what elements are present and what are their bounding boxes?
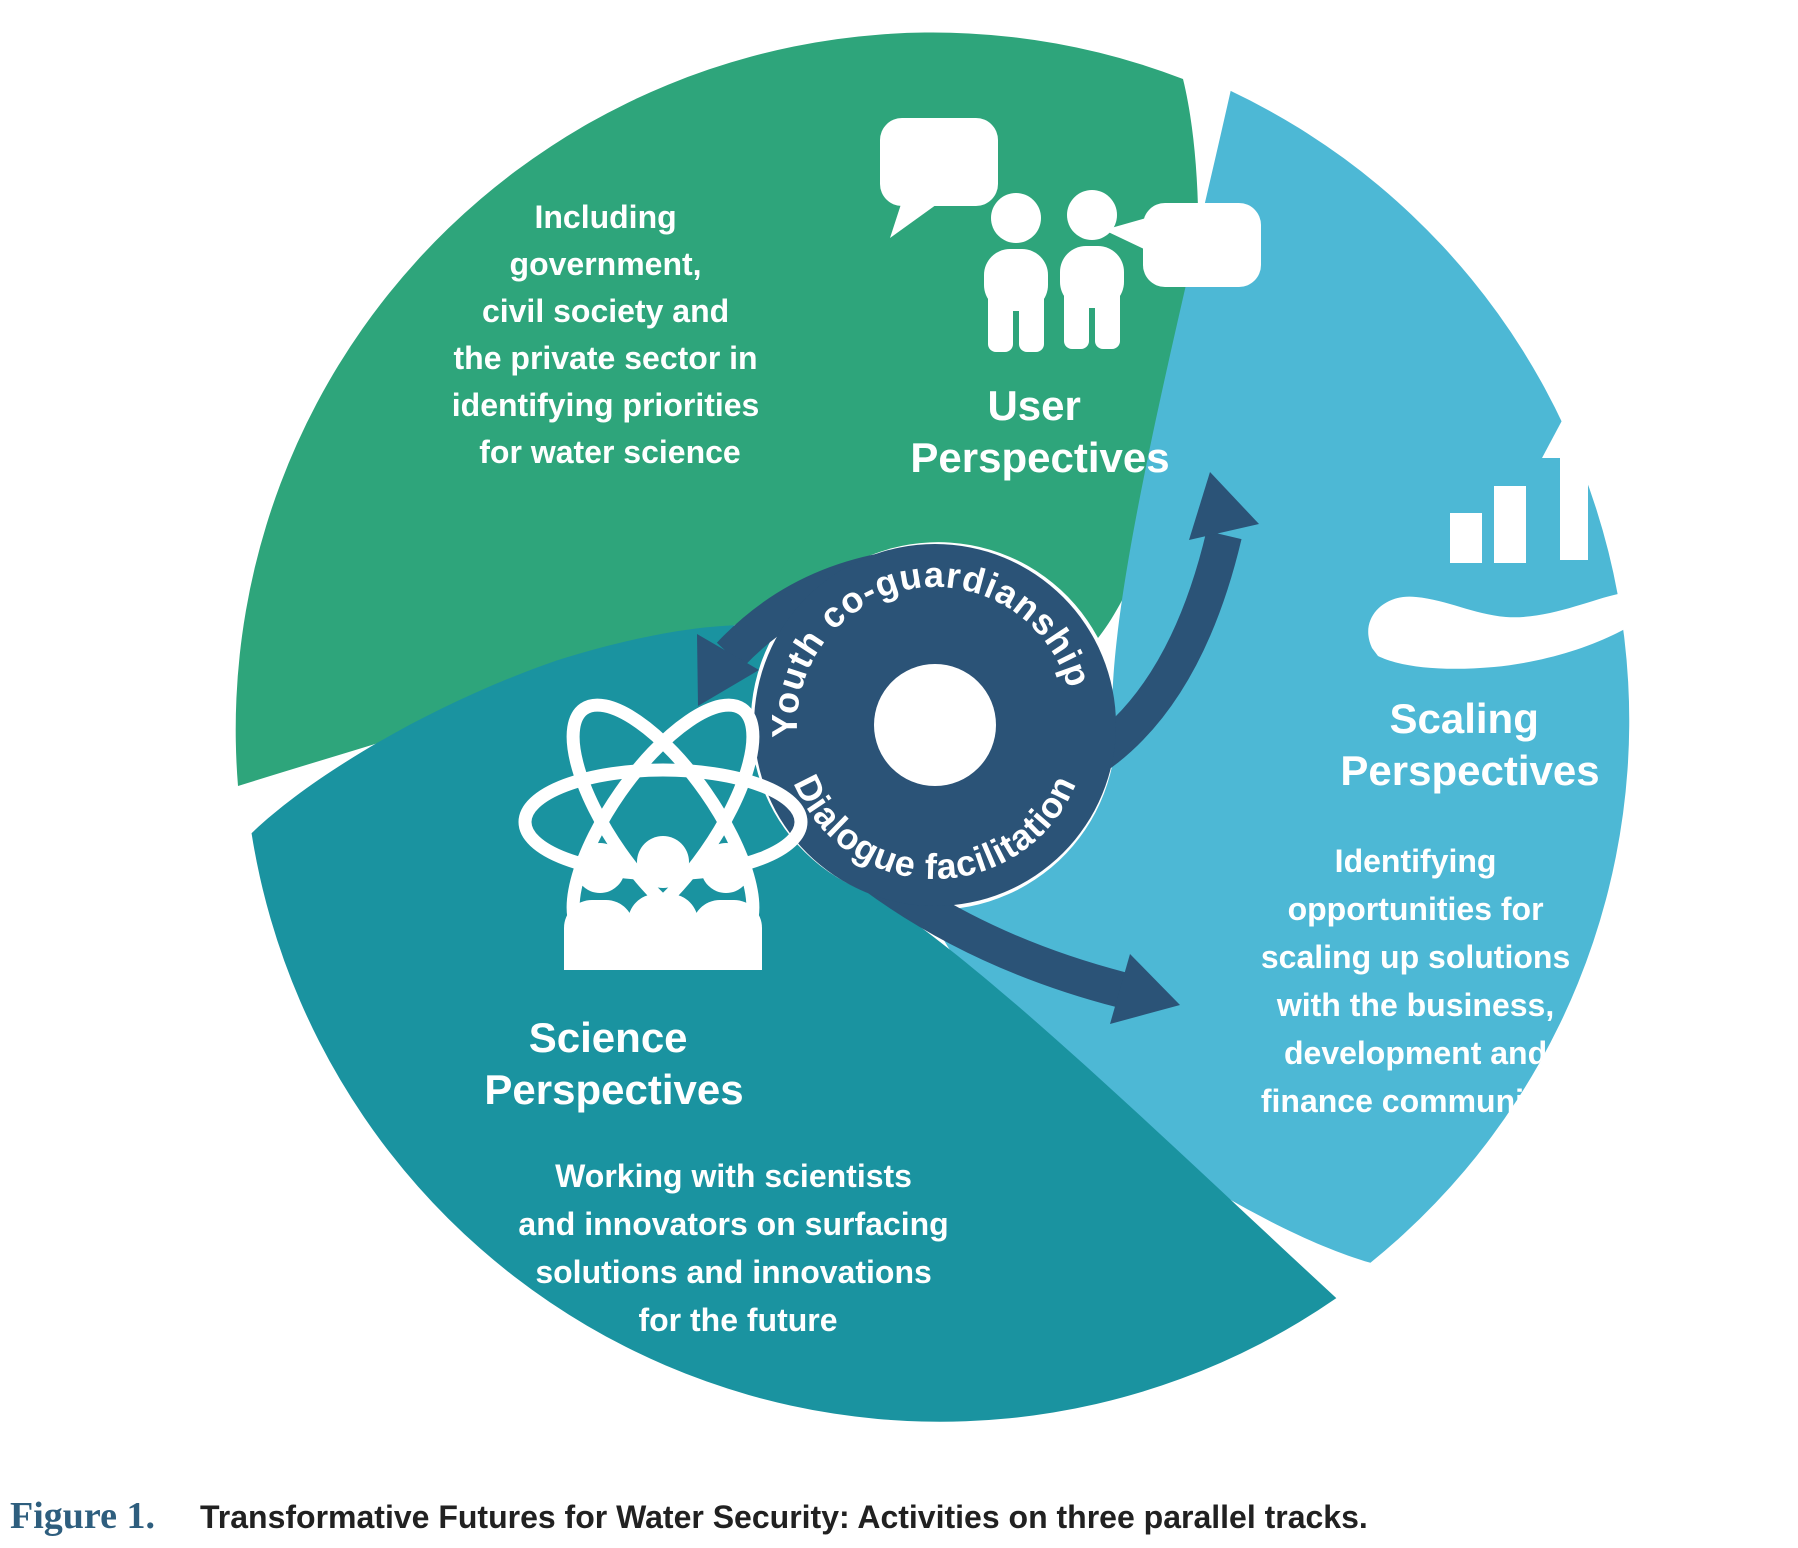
scaling-title: Scaling Perspectives	[1340, 695, 1599, 794]
hub-hole	[874, 664, 996, 786]
science-body-line: solutions and innovations	[535, 1254, 931, 1290]
figure-caption-label: Figure 1.	[10, 1495, 155, 1537]
cycle-arrow-top-right-head	[1189, 472, 1259, 540]
science-body-line: for the future	[638, 1302, 837, 1338]
science-body-line: Working with scientists	[555, 1158, 912, 1194]
user-title-line: Perspectives	[910, 434, 1169, 481]
person-head	[991, 193, 1041, 243]
science-body-text: Working with scientists and innovators o…	[518, 1158, 957, 1338]
figure-caption: Figure 1. Transformative Futures for Wat…	[10, 1495, 1368, 1537]
science-title: Science Perspectives	[484, 1014, 743, 1113]
user-body-line: for water science	[479, 434, 740, 470]
cycle-arrow-bottom-head	[1110, 954, 1180, 1024]
person-head	[701, 843, 751, 893]
growth-arrow-shaft	[1560, 448, 1588, 560]
speech-bubble-left-tail	[890, 198, 940, 238]
user-body-line: identifying priorities	[452, 387, 760, 423]
segment-user: Including government, civil society and …	[452, 118, 1261, 481]
chart-bar-small	[1450, 513, 1482, 563]
segment-scaling: Scaling Perspectives Identifying opportu…	[1261, 398, 1643, 1119]
person-leg	[988, 288, 1013, 352]
cycle-arrow-left-head	[697, 634, 759, 706]
scaling-body-line: opportunities for	[1288, 891, 1544, 927]
person-torso-base	[564, 940, 762, 970]
scaling-body-text: Identifying opportunities for scaling up…	[1261, 843, 1579, 1119]
science-title-line: Science	[529, 1014, 688, 1061]
figure-caption-text: Transformative Futures for Water Securit…	[200, 1499, 1368, 1535]
user-title: User Perspectives	[910, 382, 1169, 481]
science-body-line: and innovators on surfacing	[518, 1206, 948, 1242]
science-title-line: Perspectives	[484, 1066, 743, 1113]
person-leg	[1019, 288, 1044, 352]
speech-bubble-right-tail	[1104, 218, 1146, 250]
scaling-title-line: Perspectives	[1340, 747, 1599, 794]
scaling-title-line: Scaling	[1389, 695, 1538, 742]
scaling-body-line: finance communities	[1261, 1083, 1579, 1119]
segment-science: Science Perspectives Working with scient…	[484, 698, 957, 1338]
person-head	[1067, 190, 1117, 240]
user-body-line: government,	[510, 246, 702, 282]
user-title-line: User	[987, 382, 1080, 429]
scaling-body-line: scaling up solutions	[1261, 939, 1570, 975]
chart-bar-medium	[1494, 486, 1526, 563]
scaling-body-line: Identifying	[1335, 843, 1497, 879]
user-body-line: civil society and	[482, 293, 729, 329]
scaling-body-line: development and	[1284, 1035, 1547, 1071]
user-body-text: Including government, civil society and …	[452, 199, 768, 470]
user-body-line: the private sector in	[454, 340, 758, 376]
user-body-line: Including	[534, 199, 676, 235]
hand-growth-chart-icon	[1368, 398, 1643, 669]
speech-bubble-right	[1143, 203, 1261, 287]
person-leg	[1064, 285, 1089, 349]
people-dialogue-icon	[880, 118, 1261, 352]
person-head	[637, 836, 689, 888]
open-hand	[1368, 593, 1643, 669]
atom-team-icon	[518, 698, 808, 970]
scaling-body-line: with the business,	[1276, 987, 1554, 1023]
person-head	[575, 843, 625, 893]
growth-arrow-head	[1542, 398, 1606, 458]
speech-bubble-left	[880, 118, 998, 206]
person-leg	[1095, 285, 1120, 349]
